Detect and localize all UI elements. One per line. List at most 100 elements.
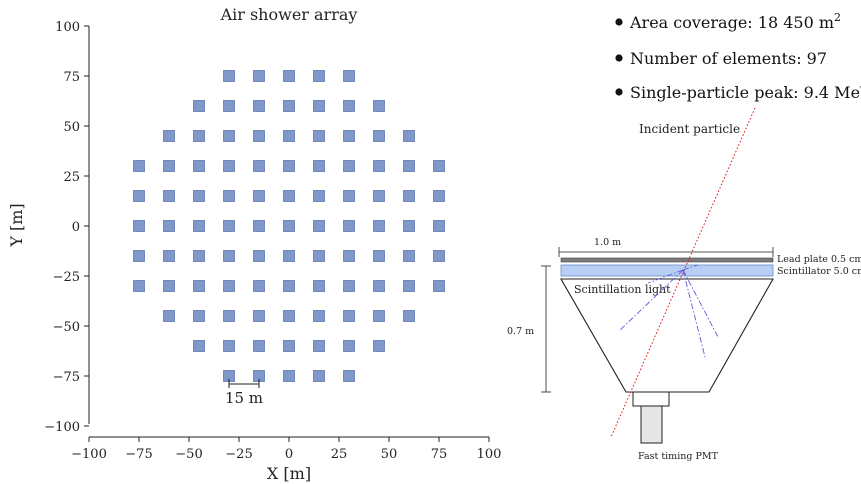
detector-point	[403, 130, 415, 142]
light-guide-funnel	[560, 278, 774, 393]
detector-point	[343, 220, 355, 232]
detector-point	[253, 190, 265, 202]
detector-point	[253, 220, 265, 232]
detector-point	[223, 100, 235, 112]
detector-point	[223, 250, 235, 262]
detector-point	[313, 340, 325, 352]
detector-point	[193, 280, 205, 292]
detector-point	[223, 190, 235, 202]
x-tick-label: −75	[125, 447, 152, 462]
x-tick-label: 0	[285, 447, 293, 462]
detector-point	[163, 250, 175, 262]
spacing-scale: 15 m	[225, 379, 263, 407]
detector-point	[373, 100, 385, 112]
detector-point	[373, 160, 385, 172]
detector-point	[313, 310, 325, 322]
lead-plate	[560, 257, 774, 263]
y-tick-label: −25	[53, 270, 80, 285]
detector-point	[313, 70, 325, 82]
y-tick-label: 25	[63, 170, 80, 185]
stats-list: Area coverage: 18 450 m2 Number of eleme…	[615, 11, 861, 102]
y-tick-label: 50	[63, 120, 80, 135]
detector-point	[433, 220, 445, 232]
scintillator-label: Scintillator 5.0 cm	[777, 266, 861, 277]
x-tick-label: −100	[71, 447, 107, 462]
detector-point	[313, 130, 325, 142]
detector-point	[433, 160, 445, 172]
chart-title: Air shower array	[220, 5, 358, 24]
detector-point	[373, 190, 385, 202]
detector-point	[283, 190, 295, 202]
light-ray-4	[647, 269, 684, 284]
detector-point	[253, 310, 265, 322]
detector-point	[313, 220, 325, 232]
detector-point	[343, 70, 355, 82]
x-axis-label: X [m]	[267, 464, 311, 483]
light-ray-3	[682, 269, 706, 358]
detector-point	[373, 250, 385, 262]
y-tick-label: 75	[63, 70, 80, 85]
detector-point	[343, 280, 355, 292]
detector-point	[343, 250, 355, 262]
detector-point	[313, 280, 325, 292]
lead-plate-label: Lead plate 0.5 cm	[777, 254, 861, 265]
scintillator	[560, 264, 774, 277]
light-ray-5	[682, 264, 699, 271]
detector-point	[283, 280, 295, 292]
detector-point	[403, 280, 415, 292]
detector-point	[223, 160, 235, 172]
y-tick-label: −75	[53, 370, 80, 385]
detector-point	[193, 130, 205, 142]
detector-point	[223, 130, 235, 142]
single-particle-peak-text: Single-particle peak: 9.4 MeV	[630, 83, 861, 102]
incident-particle-track	[610, 107, 756, 438]
detector-point	[373, 130, 385, 142]
detector-point	[313, 160, 325, 172]
y-tick-label: 0	[72, 220, 80, 235]
detector-point	[133, 190, 145, 202]
detector-point	[133, 250, 145, 262]
y-axis-label: Y [m]	[7, 203, 26, 247]
detector-point	[193, 220, 205, 232]
incident-particle-label: Incident particle	[639, 122, 740, 136]
detector-point	[253, 160, 265, 172]
detector-point	[433, 250, 445, 262]
detector-point	[283, 310, 295, 322]
detector-point	[163, 190, 175, 202]
detector-point	[253, 100, 265, 112]
x-tick-label: 50	[381, 447, 398, 462]
detector-point	[403, 160, 415, 172]
detector-point	[283, 130, 295, 142]
detector-point	[253, 280, 265, 292]
y-tick-label: 100	[55, 20, 80, 35]
detector-point	[163, 160, 175, 172]
detector-point	[133, 160, 145, 172]
detector-point	[193, 310, 205, 322]
y-tick-label: −50	[53, 320, 80, 335]
detector-point	[373, 280, 385, 292]
detector-point	[163, 220, 175, 232]
light-ray-2	[682, 269, 719, 338]
detector-point	[253, 70, 265, 82]
light-rays	[618, 264, 719, 358]
detector-point	[313, 250, 325, 262]
detector-point	[253, 250, 265, 262]
detector-point	[343, 310, 355, 322]
detector-point	[343, 340, 355, 352]
detector-point	[403, 220, 415, 232]
detector-points	[133, 70, 445, 382]
detector-point	[253, 340, 265, 352]
detector-point	[193, 340, 205, 352]
scintillation-light-label: Scintillation light	[574, 283, 671, 296]
detector-point	[343, 130, 355, 142]
detector-point	[343, 370, 355, 382]
detector-point	[403, 250, 415, 262]
detector-point	[283, 250, 295, 262]
detector-point	[193, 190, 205, 202]
scale-bar-label: 15 m	[225, 389, 263, 407]
detector-point	[133, 220, 145, 232]
detector-point	[163, 130, 175, 142]
detector-point	[283, 160, 295, 172]
